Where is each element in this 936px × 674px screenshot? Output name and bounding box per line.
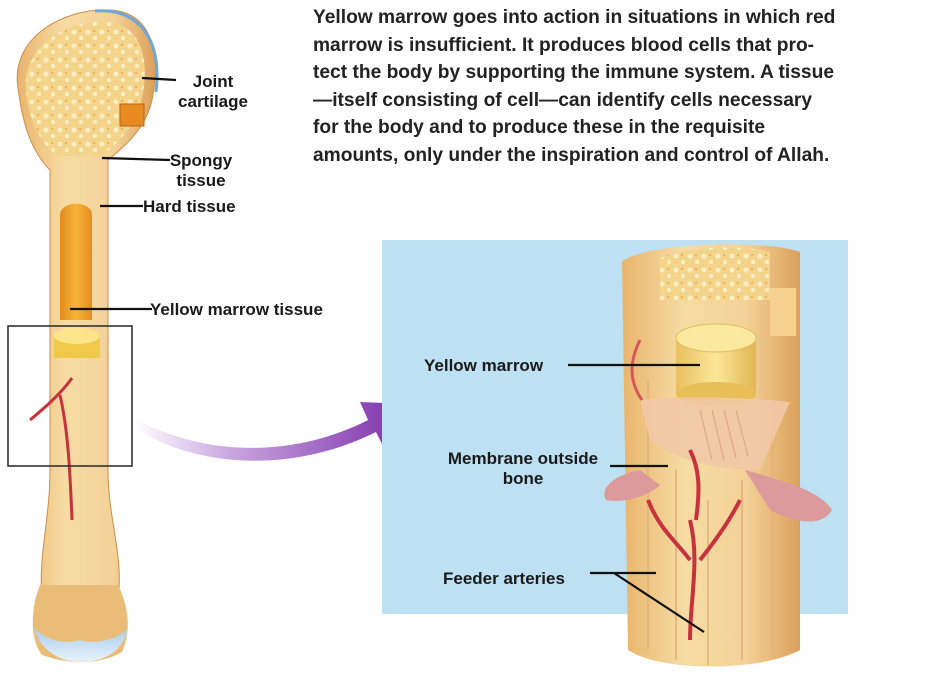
label-line: Joint	[174, 72, 252, 92]
long-bone	[17, 10, 157, 662]
caption-line: —itself consisting of cell—can identify …	[313, 87, 935, 115]
label-line: cartilage	[174, 92, 252, 112]
label-hard-tissue: Hard tissue	[143, 197, 236, 217]
magnified-bone-section	[604, 244, 832, 666]
label-yellow-marrow: Yellow marrow	[424, 356, 543, 376]
caption-line: for the body and to produce these in the…	[313, 114, 935, 142]
label-feeder-arteries: Feeder arteries	[443, 569, 565, 589]
caption: Yellow marrow goes into action in situat…	[313, 4, 935, 170]
zoom-arrow	[134, 402, 408, 461]
label-joint-cartilage: Joint cartilage	[174, 72, 252, 112]
label-spongy-tissue: Spongy tissue	[166, 151, 236, 191]
caption-line: amounts, only under the inspiration and …	[313, 142, 935, 170]
label-line: tissue	[166, 171, 236, 191]
caption-line: Yellow marrow goes into action in situat…	[313, 4, 935, 32]
label-line: Membrane outside	[434, 449, 612, 469]
caption-line: tect the body by supporting the immune s…	[313, 59, 935, 87]
label-line: bone	[434, 469, 612, 489]
label-membrane-outside-bone: Membrane outside bone	[434, 449, 612, 489]
caption-line: marrow is insufficient. It produces bloo…	[313, 32, 935, 60]
label-line: Spongy	[166, 151, 236, 171]
label-yellow-marrow-tissue: Yellow marrow tissue	[150, 300, 323, 320]
